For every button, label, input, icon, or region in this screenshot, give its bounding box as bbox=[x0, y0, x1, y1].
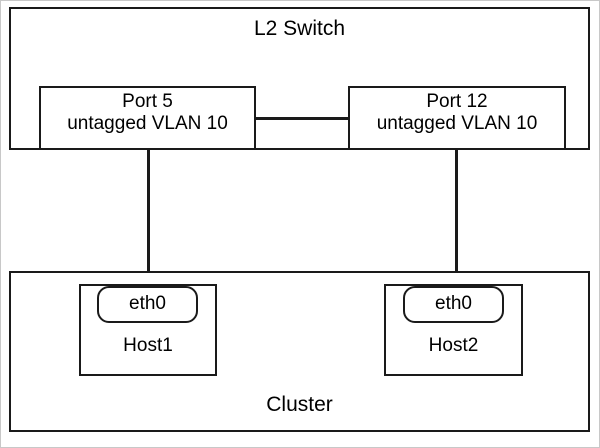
link-port5-to-host1-eth0 bbox=[147, 149, 150, 288]
port-12-label: Port 12 untagged VLAN 10 bbox=[348, 91, 566, 136]
port-to-port-link bbox=[254, 117, 350, 120]
host1-eth0-label: eth0 bbox=[129, 293, 166, 314]
port-5-name: Port 5 bbox=[122, 91, 173, 112]
cluster-label: Cluster bbox=[266, 393, 333, 416]
host1-label: Host1 bbox=[123, 335, 173, 356]
port-12-name: Port 12 bbox=[426, 91, 488, 112]
link-port12-to-host2-eth0 bbox=[455, 149, 458, 288]
host1-eth0-interface bbox=[97, 286, 198, 323]
host2-eth0-label: eth0 bbox=[435, 293, 472, 314]
port-5-label: Port 5 untagged VLAN 10 bbox=[39, 91, 256, 136]
port-5-box bbox=[39, 86, 256, 150]
host2-label: Host2 bbox=[428, 335, 479, 356]
l2-switch-title: L2 Switch bbox=[253, 17, 346, 40]
port-5-vlan: untagged VLAN 10 bbox=[67, 113, 228, 135]
host2-eth0-interface bbox=[403, 286, 504, 323]
port-12-vlan: untagged VLAN 10 bbox=[376, 113, 538, 135]
